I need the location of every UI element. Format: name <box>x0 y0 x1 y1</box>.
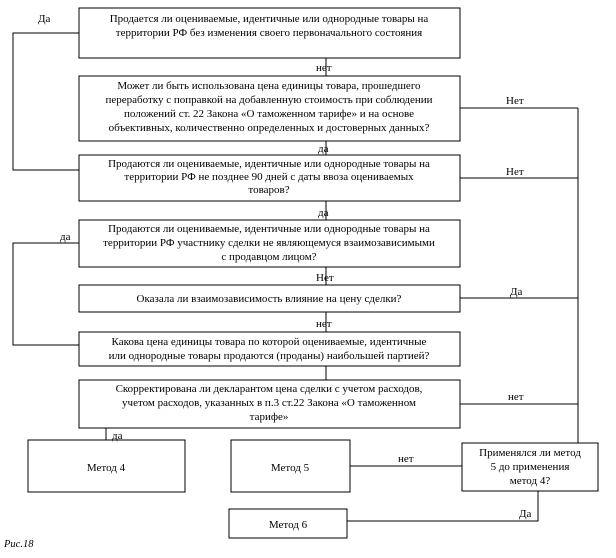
box-q5 <box>78 284 461 313</box>
box-text-q2: Может ли быть использована цена единицы … <box>105 80 432 134</box>
box-text-line: Продается ли оцениваемые, идентичные или… <box>110 13 429 25</box>
box-text-line: Метод 5 <box>271 462 310 474</box>
edge-labels: Да нет Нет да Нет да да Нет Да нет нет д… <box>38 13 532 520</box>
box-text-line: объективных, количественно определенных … <box>109 122 430 134</box>
box-text-line: Оказала ли взаимозависимость влияние на … <box>137 293 402 305</box>
label-da-left-4: да <box>60 231 71 243</box>
label-da-top: Да <box>38 13 51 25</box>
box-q6 <box>78 331 461 367</box>
label-net-4: Нет <box>316 272 334 284</box>
box-text-line: положений ст. 22 Закона «О таможенном та… <box>124 108 414 120</box>
box-text-q4: Продаются ли оцениваемые, идентичные или… <box>103 223 435 263</box>
box-text-line: Метод 6 <box>269 519 308 531</box>
figure-caption: Рис.18 <box>3 539 34 550</box>
box-text-line: территории РФ без изменения своего перво… <box>116 27 422 39</box>
label-da-right-5: Да <box>510 286 523 298</box>
box-text-m4: Метод 4 <box>87 462 126 474</box>
box-text-m5: Метод 5 <box>271 462 310 474</box>
box-text-line: Может ли быть использована цена единицы … <box>117 80 421 92</box>
box-q1 <box>78 7 461 59</box>
box-text-line: или однородные товары продаются (проданы… <box>109 350 430 362</box>
label-net-5: нет <box>316 318 332 330</box>
box-text-line: метод 4? <box>510 475 551 487</box>
box-method-6 <box>228 508 348 539</box>
box-text-q3: Продаются ли оцениваемые, идентичные или… <box>108 158 430 196</box>
box-method-4 <box>27 439 186 493</box>
box-method-5 <box>230 439 351 493</box>
label-net-1: нет <box>316 62 332 74</box>
box-q3 <box>78 154 461 202</box>
label-net-right-7: нет <box>508 391 524 403</box>
box-text-line: переработку с поправкой на добавленную с… <box>105 94 432 106</box>
label-net-method-5: нет <box>398 453 414 465</box>
box-text-line: территории РФ участнику сделки не являющ… <box>103 237 435 249</box>
box-text-q6: Какова цена единицы товара по которой оц… <box>109 336 430 362</box>
box-text-q5: Оказала ли взаимозависимость влияние на … <box>137 293 402 305</box>
box-text-line: Метод 4 <box>87 462 126 474</box>
box-text-line: Применялся ли метод <box>479 447 581 459</box>
label-da-2: да <box>318 143 329 155</box>
label-net-right-2: Нет <box>506 95 524 107</box>
box-texts: Продается ли оцениваемые, идентичные или… <box>87 13 581 531</box>
label-da-3: да <box>318 207 329 219</box>
box-q4 <box>78 219 461 268</box>
connectors <box>12 32 579 522</box>
box-q8 <box>461 442 599 492</box>
box-text-line: Продаются ли оцениваемые, идентичные или… <box>108 158 430 170</box>
box-text-line: 5 до применения <box>491 461 570 473</box>
box-q2 <box>78 75 461 142</box>
box-text-line: товаров? <box>248 184 289 196</box>
label-da-method-6: Да <box>519 508 532 520</box>
box-text-line: тарифе» <box>250 411 289 423</box>
label-net-right-3: Нет <box>506 166 524 178</box>
box-text-line: Продаются ли оцениваемые, идентичные или… <box>108 223 430 235</box>
box-text-line: учетом расходов, указанных в п.3 ст.22 З… <box>122 397 416 409</box>
box-q7 <box>78 379 461 429</box>
box-text-m6: Метод 6 <box>269 519 308 531</box>
box-text-q8: Применялся ли метод 5 до применения метод … <box>479 447 581 487</box>
box-text-q7: Скорректирована ли декларантом цена сдел… <box>116 383 423 423</box>
box-text-line: Какова цена единицы товара по которой оц… <box>112 336 427 348</box>
box-text-line: с продавцом лицом? <box>221 251 316 263</box>
box-text-q1: Продается ли оцениваемые, идентичные или… <box>110 13 429 39</box>
box-text-line: территории РФ не позднее 90 дней с даты … <box>124 171 414 183</box>
boxes <box>27 7 599 539</box>
box-text-line: Скорректирована ли декларантом цена сдел… <box>116 383 423 395</box>
label-da-7: да <box>112 430 123 442</box>
